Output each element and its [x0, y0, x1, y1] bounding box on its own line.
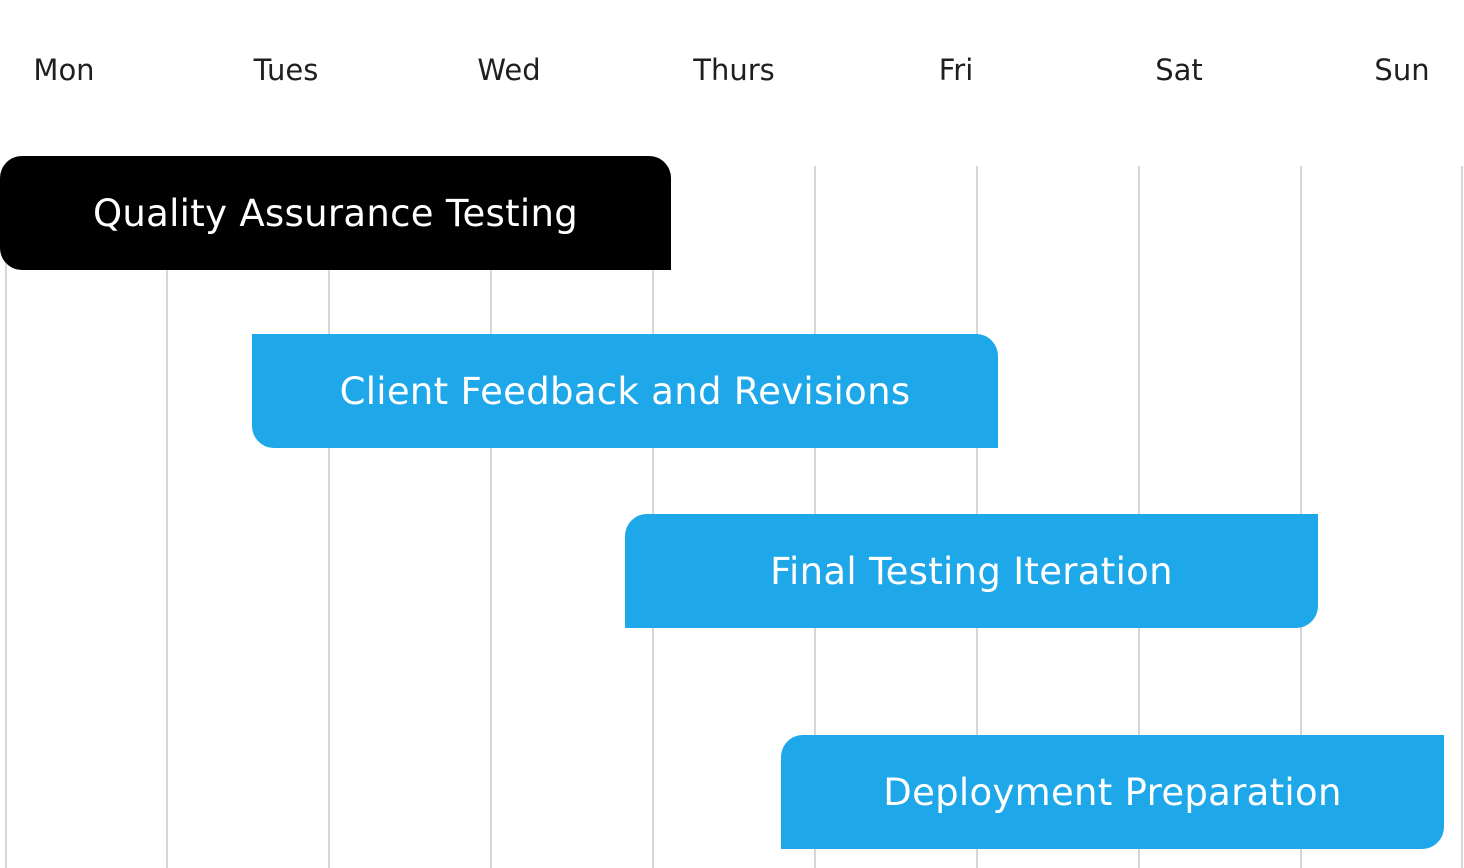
day-header-sun: Sun — [1374, 53, 1430, 87]
task-label: Final Testing Iteration — [770, 549, 1173, 593]
day-header-tues: Tues — [253, 53, 319, 87]
grid-line — [166, 166, 168, 868]
day-header-fri: Fri — [938, 53, 974, 87]
task-bar-client-feedback-and-revisions[interactable]: Client Feedback and Revisions — [252, 334, 998, 448]
day-header-wed: Wed — [477, 53, 541, 87]
task-bar-deployment-preparation[interactable]: Deployment Preparation — [781, 735, 1444, 849]
grid-line — [490, 166, 492, 868]
task-bar-quality-assurance-testing[interactable]: Quality Assurance Testing — [0, 156, 671, 270]
day-header-thurs: Thurs — [693, 53, 775, 87]
task-bar-final-testing-iteration[interactable]: Final Testing Iteration — [625, 514, 1318, 628]
grid-line — [1461, 166, 1463, 868]
day-header-sat: Sat — [1155, 53, 1203, 87]
grid-line — [328, 166, 330, 868]
task-label: Deployment Preparation — [883, 770, 1342, 814]
task-label: Quality Assurance Testing — [92, 191, 579, 235]
grid-line — [5, 166, 7, 868]
day-header-mon: Mon — [33, 53, 95, 87]
task-label: Client Feedback and Revisions — [339, 369, 911, 413]
